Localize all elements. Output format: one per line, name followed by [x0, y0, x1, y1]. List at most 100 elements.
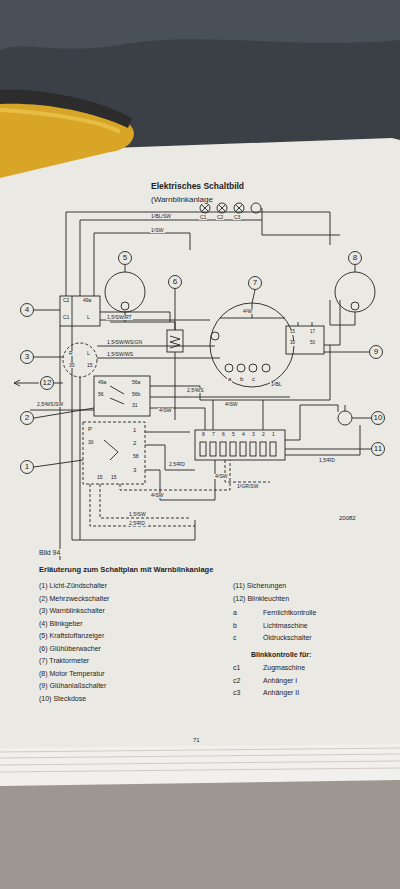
wire-label: 1: [132, 427, 137, 433]
wire-label: 4: [241, 432, 246, 437]
wire-label: 1,5²RD: [318, 458, 336, 463]
lamp-symbol: [251, 203, 261, 213]
callout-number: 4: [20, 303, 34, 317]
fuse: [200, 442, 206, 456]
wire-label: 56b: [131, 392, 141, 397]
wire-label: 49a: [82, 298, 92, 303]
callout-outline: [21, 304, 34, 317]
callout-outline: [21, 461, 34, 474]
legend-text: b: [232, 622, 238, 629]
switch-lever: [110, 386, 124, 404]
diagram-title: Elektrisches Schaltbild: [150, 182, 245, 191]
wire-glow: [140, 322, 175, 420]
glow-monitor: [167, 330, 183, 352]
tractormeter: [210, 303, 294, 387]
legend-text: (6) Glühüberwacher: [38, 645, 102, 652]
callout-text: 11: [371, 445, 385, 453]
wire-label: 1,5²SW/WS/GN: [106, 340, 143, 345]
wire-label: L: [86, 315, 91, 320]
wire-label: (Warnblinkanlage: [150, 196, 214, 204]
fuse: [230, 442, 236, 456]
legend-text: Anhänger II: [262, 689, 300, 696]
legend-text: (5) Kraftstoffanzeiger: [38, 632, 105, 639]
callout-outline: [119, 252, 132, 265]
wire-lamps: [200, 208, 340, 235]
temperature-gauge: [335, 272, 375, 312]
lamp-cross: [202, 205, 243, 212]
callout-number: 5: [118, 251, 132, 265]
legend-text: (1) Licht-Zündschalter: [38, 582, 108, 589]
wire-label: 1²GR/SW: [236, 484, 259, 489]
callout-number: 12: [40, 376, 54, 390]
legend-text: c1: [232, 664, 241, 671]
wire-label: 56a: [131, 380, 141, 385]
wire-label: 4²SW: [224, 402, 239, 407]
page-stack-lines: [0, 748, 400, 772]
book-page: [0, 138, 400, 748]
fuse: [250, 442, 256, 456]
wire-label: 31: [131, 403, 139, 408]
callout-outline: [21, 412, 34, 425]
fabric-fold: [0, 0, 400, 50]
wire-label: 15: [86, 363, 94, 368]
wire-bottom: [72, 296, 195, 540]
legend-text: (10) Steckdose: [38, 695, 87, 702]
wire-label: 2: [132, 440, 137, 446]
legend-text: Blinkkontrolle für:: [250, 651, 312, 658]
callout-outline: [372, 412, 385, 425]
hazard-switch: [63, 343, 97, 377]
callout-number: 3: [20, 350, 34, 364]
fuse: [220, 442, 226, 456]
wire-label: 1,5²SW/WS: [106, 352, 134, 357]
wire-label: b: [239, 376, 244, 382]
wire-left: [60, 312, 220, 560]
gauge-lamp: [351, 302, 359, 310]
wire-label: 7: [211, 432, 216, 437]
wire-label: R: [68, 351, 74, 356]
callout-text: 10: [371, 414, 385, 422]
legend-text: Erläuterung zum Schaltplan mit Warnblink…: [38, 566, 214, 574]
legend-text: (7) Traktormeter: [38, 657, 90, 664]
callout-outline: [21, 351, 34, 364]
wire-label: 2,5²RD: [168, 462, 186, 467]
callout-text: 8: [348, 254, 362, 262]
callout-text: 2: [20, 414, 34, 422]
legend-text: c: [232, 634, 238, 641]
wire-label: 4²SW: [158, 408, 173, 413]
meter-lamp: [211, 332, 219, 340]
fuses: [200, 442, 276, 456]
wire-label: 5: [231, 432, 236, 437]
callout-number: 10: [371, 411, 385, 425]
callout-outline: [41, 377, 54, 390]
wire-switch: [324, 300, 340, 345]
legend-text: (11) Sicherungen: [232, 582, 287, 589]
wire-label: 2: [261, 432, 266, 437]
legend-text: 71: [192, 737, 201, 743]
wire-label: 3: [251, 432, 256, 437]
legend-text: Öldruckschalter: [262, 634, 313, 641]
wire-label: 3: [132, 467, 137, 473]
fuse: [240, 442, 246, 456]
wire-label: 1²BL: [270, 382, 283, 387]
wire-middle: [30, 345, 330, 430]
meter-lamp: [262, 364, 270, 372]
callout-text: 4: [20, 306, 34, 314]
legend-text: (2) Mehrzweckschalter: [38, 595, 110, 602]
wire-label: a: [227, 376, 232, 382]
legend-text: (3) Warnblinkschalter: [38, 607, 106, 614]
wire-label: 2,5²WS/SW: [36, 402, 64, 407]
flasher-unit: [60, 296, 100, 326]
wire-label: c: [251, 376, 256, 382]
arrow-blinkleuchten: [14, 380, 63, 386]
wire-label: C2: [216, 215, 224, 220]
legend-text: c3: [232, 689, 241, 696]
gauge-lamp: [121, 302, 129, 310]
key-symbol: [104, 440, 118, 460]
legend-text: a: [232, 609, 238, 616]
wire-label: 1,5²SW: [128, 512, 147, 517]
wire-label: 15: [96, 475, 104, 480]
fuse: [260, 442, 266, 456]
wire-label: P: [87, 426, 93, 432]
callout-number: 6: [168, 275, 182, 289]
